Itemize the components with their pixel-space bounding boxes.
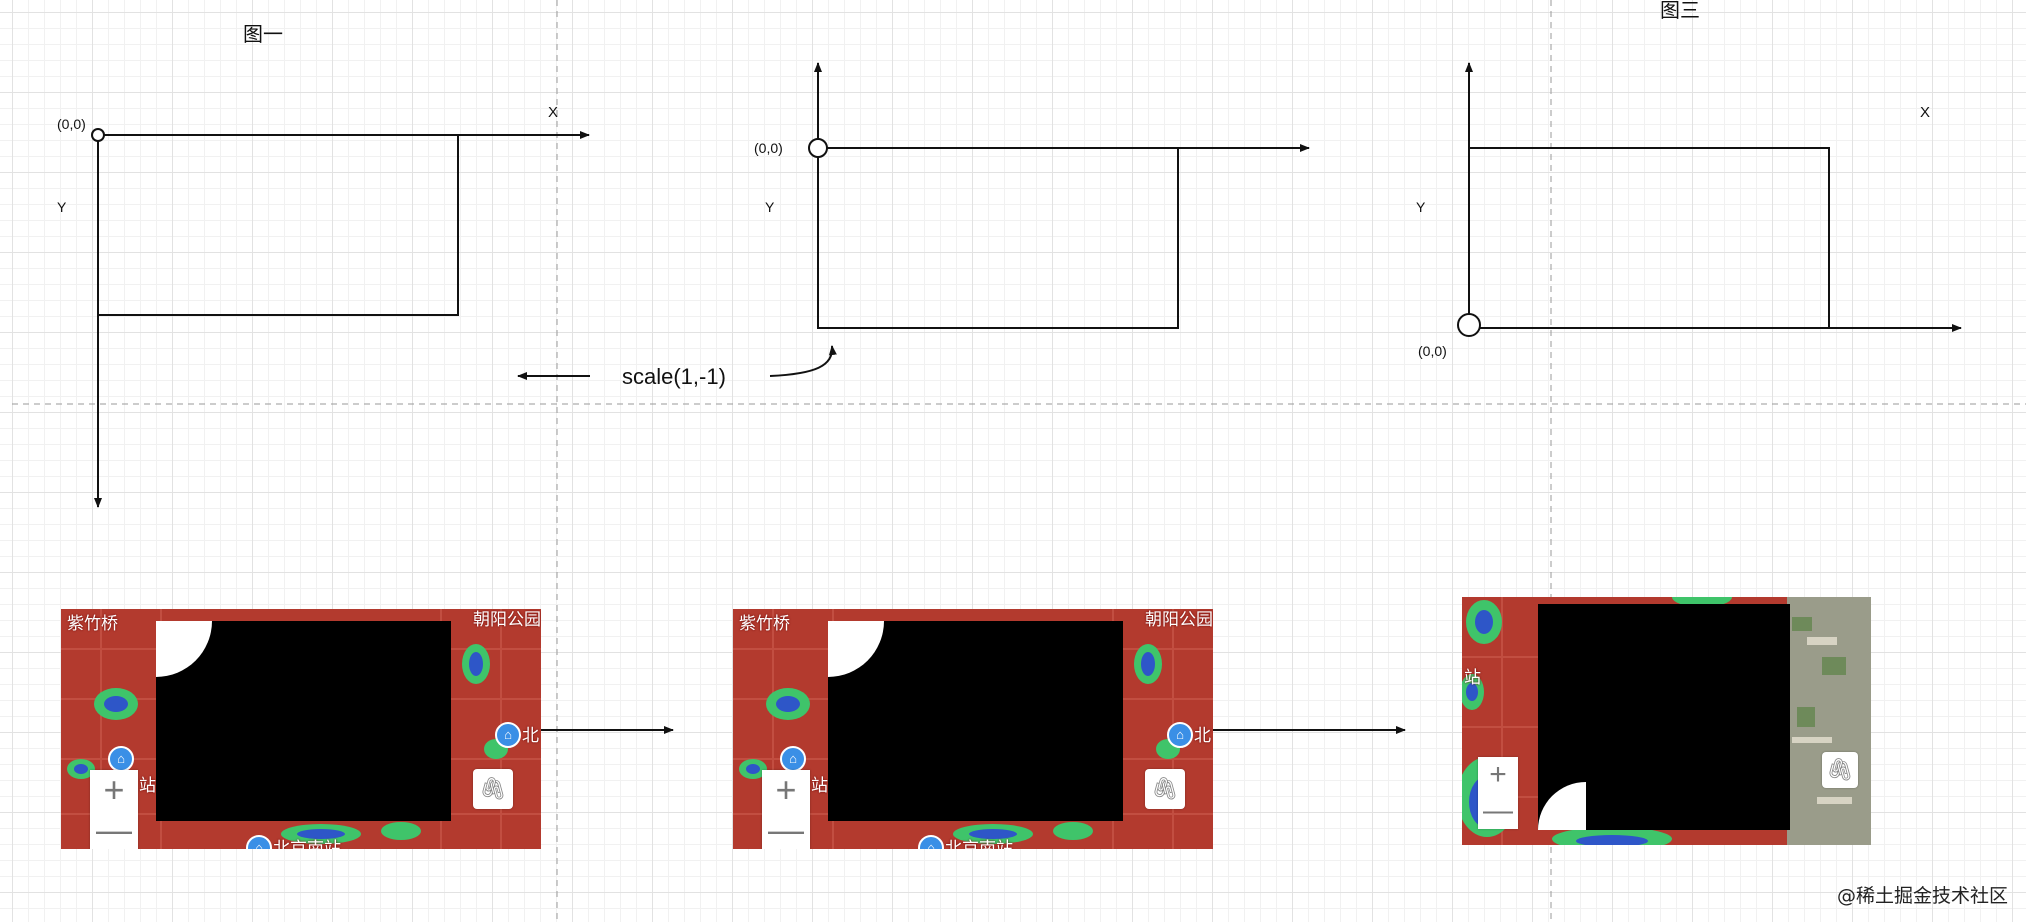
map-label-top-left: 紫竹桥 [67, 614, 118, 634]
zoom-in-button[interactable]: + [103, 769, 125, 810]
zoom-control: + — [762, 770, 810, 849]
location-pin-icon[interactable]: ⌂ [495, 722, 521, 748]
zoom-out-button[interactable]: — [1483, 794, 1513, 827]
figure-3-rectangle [1468, 147, 1830, 329]
zoom-in-button[interactable]: + [1489, 758, 1507, 791]
map-label-bottom: 北京南站 [273, 839, 341, 849]
map-label-mid-right: 北 [522, 726, 539, 746]
figure-3-y-label: Y [1416, 199, 1426, 215]
figure-1-y-label: Y [57, 199, 67, 215]
figure-1-rectangle [97, 134, 459, 316]
figure-3-x-label: X [1920, 104, 1930, 121]
map-screenshot-3: 站 + — 🖇 [1462, 597, 1871, 845]
figure-3: 图三 (0,0) X Y [1416, 0, 1962, 359]
zoom-in-button[interactable]: + [775, 769, 797, 810]
transform-label: scale(1,-1) [622, 364, 726, 389]
paperclip-icon[interactable]: 🖇 [1822, 752, 1858, 788]
watermark: @稀土掘金技术社区 [1836, 885, 2008, 907]
figure-2-origin-marker [808, 138, 828, 158]
figure-2-origin-label: (0,0) [754, 140, 783, 156]
map-label-mid-left: 站 [811, 776, 828, 796]
zoom-out-button[interactable]: — [768, 809, 804, 850]
heatmap-layer [733, 609, 1213, 849]
transform-annotation: scale(1,-1) [517, 345, 837, 389]
figure-1: 图一 (0,0) X Y [57, 24, 590, 508]
location-pin-icon[interactable]: ⌂ [918, 835, 944, 849]
map-label-top-right: 朝阳公园 [1145, 610, 1213, 630]
figure-3-origin-marker [1457, 313, 1481, 337]
zoom-control: + — [90, 770, 138, 849]
zoom-control: + — [1478, 757, 1518, 829]
map-label-mid-right: 北 [1194, 726, 1211, 746]
curved-arrow [769, 345, 837, 377]
figure-3-origin-label: (0,0) [1418, 343, 1447, 359]
map-label-mid-left: 站 [1464, 668, 1481, 688]
figure-2-y-label: Y [765, 199, 775, 215]
map-label-top-right: 朝阳公园 [473, 610, 541, 630]
map-label-mid-left: 站 [139, 776, 156, 796]
figure-1-x-label: X [548, 104, 558, 121]
map-label-bottom: 北京南站 [945, 839, 1013, 849]
figure-1-origin-marker [91, 128, 105, 142]
zoom-out-button[interactable]: — [96, 809, 132, 850]
figure-1-title: 图一 [243, 24, 283, 46]
map-screenshot-1: 紫竹桥 朝阳公园 ⌂ 北 ⌂ 站 ⌂ 北京南站 + — 🖇 [61, 609, 541, 849]
figure-1-origin-label: (0,0) [57, 116, 86, 132]
paperclip-icon[interactable]: 🖇 [473, 769, 513, 809]
black-rectangle [828, 621, 1123, 821]
black-rectangle [156, 621, 451, 821]
paperclip-icon[interactable]: 🖇 [1145, 769, 1185, 809]
location-pin-icon[interactable]: ⌂ [1167, 722, 1193, 748]
map-screenshot-2: 紫竹桥 朝阳公园 ⌂ 北 ⌂ 站 ⌂ 北京南站 + — 🖇 [733, 609, 1213, 849]
figure-2-rectangle [817, 147, 1179, 329]
map-label-top-left: 紫竹桥 [739, 614, 790, 634]
figure-2: (0,0) Y [754, 62, 1310, 329]
location-pin-icon[interactable]: ⌂ [246, 835, 272, 849]
figure-3-title: 图三 [1660, 0, 1700, 22]
